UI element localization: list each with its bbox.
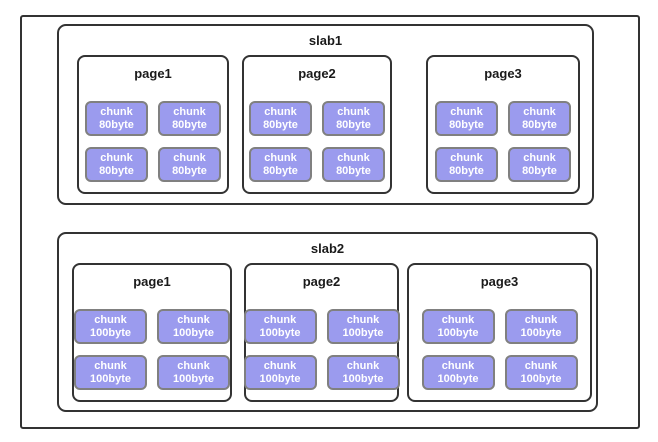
chunk-size: 80byte bbox=[263, 118, 298, 131]
chunk-box: chunk 80byte bbox=[158, 101, 221, 136]
page-slab2-page2: page2 chunk 100byte chunk 100byte chunk … bbox=[243, 263, 400, 402]
chunk-size: 80byte bbox=[99, 164, 134, 177]
chunk-box: chunk 80byte bbox=[249, 147, 312, 182]
slab-slab1: slab1 page1 chunk 80byte chunk 80byte ch… bbox=[57, 24, 594, 205]
page-slab1-page1: page1 chunk 80byte chunk 80byte chunk 80… bbox=[77, 55, 229, 194]
chunk-box: chunk 100byte bbox=[243, 309, 317, 344]
chunk-size: 80byte bbox=[336, 118, 371, 131]
chunk-name: chunk bbox=[441, 313, 475, 326]
page-slab1-page2: page2 chunk 80byte chunk 80byte chunk 80… bbox=[242, 55, 392, 194]
chunk-size: 100byte bbox=[520, 326, 562, 339]
slab-title: slab2 bbox=[310, 241, 345, 256]
chunk-box: chunk 80byte bbox=[435, 101, 498, 136]
page-title: page3 bbox=[480, 274, 519, 289]
chunk-name: chunk bbox=[337, 151, 370, 164]
chunk-box: chunk 80byte bbox=[322, 101, 385, 136]
page-title: page2 bbox=[298, 66, 336, 81]
chunk-name: chunk bbox=[524, 359, 558, 372]
chunk-grid: chunk 80byte chunk 80byte chunk 80byte c… bbox=[79, 101, 227, 182]
chunk-size: 100byte bbox=[90, 326, 131, 339]
chunk-size: 100byte bbox=[173, 326, 214, 339]
chunk-grid: chunk 100byte chunk 100byte chunk 100byt… bbox=[409, 309, 590, 390]
chunk-size: 100byte bbox=[520, 372, 562, 385]
chunk-size: 100byte bbox=[437, 326, 479, 339]
chunk-name: chunk bbox=[100, 105, 133, 118]
chunk-box: chunk 100byte bbox=[326, 355, 400, 390]
page-title: page3 bbox=[484, 66, 522, 81]
chunk-grid: chunk 80byte chunk 80byte chunk 80byte c… bbox=[244, 101, 390, 182]
pages-row: page1 chunk 80byte chunk 80byte chunk 80… bbox=[59, 26, 592, 203]
chunk-box: chunk 100byte bbox=[421, 309, 495, 344]
chunk-size: 100byte bbox=[259, 372, 301, 385]
chunk-box: chunk 80byte bbox=[508, 101, 571, 136]
page-slab2-page1: page1 chunk 100byte chunk 100byte chunk … bbox=[72, 263, 232, 402]
chunk-name: chunk bbox=[94, 313, 127, 326]
chunk-box: chunk 80byte bbox=[322, 147, 385, 182]
chunk-name: chunk bbox=[346, 313, 380, 326]
chunk-name: chunk bbox=[450, 105, 483, 118]
page-slab1-page3: page3 chunk 80byte chunk 80byte chunk 80… bbox=[426, 55, 580, 194]
chunk-size: 80byte bbox=[449, 164, 484, 177]
chunk-box: chunk 100byte bbox=[243, 355, 317, 390]
chunk-box: chunk 100byte bbox=[74, 309, 147, 344]
chunk-size: 100byte bbox=[90, 372, 131, 385]
chunk-name: chunk bbox=[173, 105, 206, 118]
page-title: page1 bbox=[133, 274, 171, 289]
chunk-box: chunk 100byte bbox=[157, 309, 230, 344]
page-title: page2 bbox=[302, 274, 341, 289]
chunk-size: 80byte bbox=[172, 118, 207, 131]
chunk-box: chunk 100byte bbox=[504, 355, 578, 390]
chunk-name: chunk bbox=[263, 359, 297, 372]
chunk-box: chunk 80byte bbox=[85, 147, 148, 182]
chunk-size: 100byte bbox=[173, 372, 214, 385]
chunk-box: chunk 80byte bbox=[435, 147, 498, 182]
chunk-name: chunk bbox=[173, 151, 206, 164]
chunk-size: 80byte bbox=[99, 118, 134, 131]
chunk-name: chunk bbox=[177, 359, 210, 372]
chunk-box: chunk 80byte bbox=[158, 147, 221, 182]
chunk-box: chunk 80byte bbox=[249, 101, 312, 136]
chunk-size: 80byte bbox=[263, 164, 298, 177]
chunk-grid: chunk 80byte chunk 80byte chunk 80byte c… bbox=[428, 101, 578, 182]
chunk-box: chunk 100byte bbox=[504, 309, 578, 344]
chunk-size: 80byte bbox=[336, 164, 371, 177]
chunk-size: 100byte bbox=[259, 326, 301, 339]
pages-row: page1 chunk 100byte chunk 100byte chunk … bbox=[59, 234, 596, 410]
chunk-size: 80byte bbox=[449, 118, 484, 131]
chunk-box: chunk 100byte bbox=[74, 355, 147, 390]
chunk-grid: chunk 100byte chunk 100byte chunk 100byt… bbox=[243, 309, 400, 390]
chunk-box: chunk 100byte bbox=[326, 309, 400, 344]
slab-slab2: slab2 page1 chunk 100byte chunk 100byte … bbox=[57, 232, 598, 412]
chunk-name: chunk bbox=[94, 359, 127, 372]
diagram-outer-frame: slab1 page1 chunk 80byte chunk 80byte ch… bbox=[20, 15, 640, 429]
chunk-box: chunk 80byte bbox=[85, 101, 148, 136]
chunk-name: chunk bbox=[337, 105, 370, 118]
chunk-name: chunk bbox=[177, 313, 210, 326]
chunk-size: 80byte bbox=[522, 164, 557, 177]
chunk-name: chunk bbox=[263, 313, 297, 326]
chunk-box: chunk 100byte bbox=[421, 355, 495, 390]
chunk-box: chunk 100byte bbox=[157, 355, 230, 390]
chunk-size: 80byte bbox=[522, 118, 557, 131]
chunk-name: chunk bbox=[450, 151, 483, 164]
chunk-size: 100byte bbox=[342, 326, 384, 339]
chunk-name: chunk bbox=[523, 151, 556, 164]
page-title: page1 bbox=[134, 66, 172, 81]
chunk-size: 100byte bbox=[437, 372, 479, 385]
chunk-box: chunk 80byte bbox=[508, 147, 571, 182]
chunk-name: chunk bbox=[524, 313, 558, 326]
chunk-size: 80byte bbox=[172, 164, 207, 177]
chunk-name: chunk bbox=[100, 151, 133, 164]
chunk-name: chunk bbox=[264, 151, 297, 164]
slab-title: slab1 bbox=[308, 33, 343, 48]
page-slab2-page3: page3 chunk 100byte chunk 100byte chunk … bbox=[407, 263, 592, 402]
chunk-name: chunk bbox=[346, 359, 380, 372]
chunk-name: chunk bbox=[523, 105, 556, 118]
chunk-grid: chunk 100byte chunk 100byte chunk 100byt… bbox=[74, 309, 230, 390]
chunk-size: 100byte bbox=[342, 372, 384, 385]
chunk-name: chunk bbox=[264, 105, 297, 118]
chunk-name: chunk bbox=[441, 359, 475, 372]
